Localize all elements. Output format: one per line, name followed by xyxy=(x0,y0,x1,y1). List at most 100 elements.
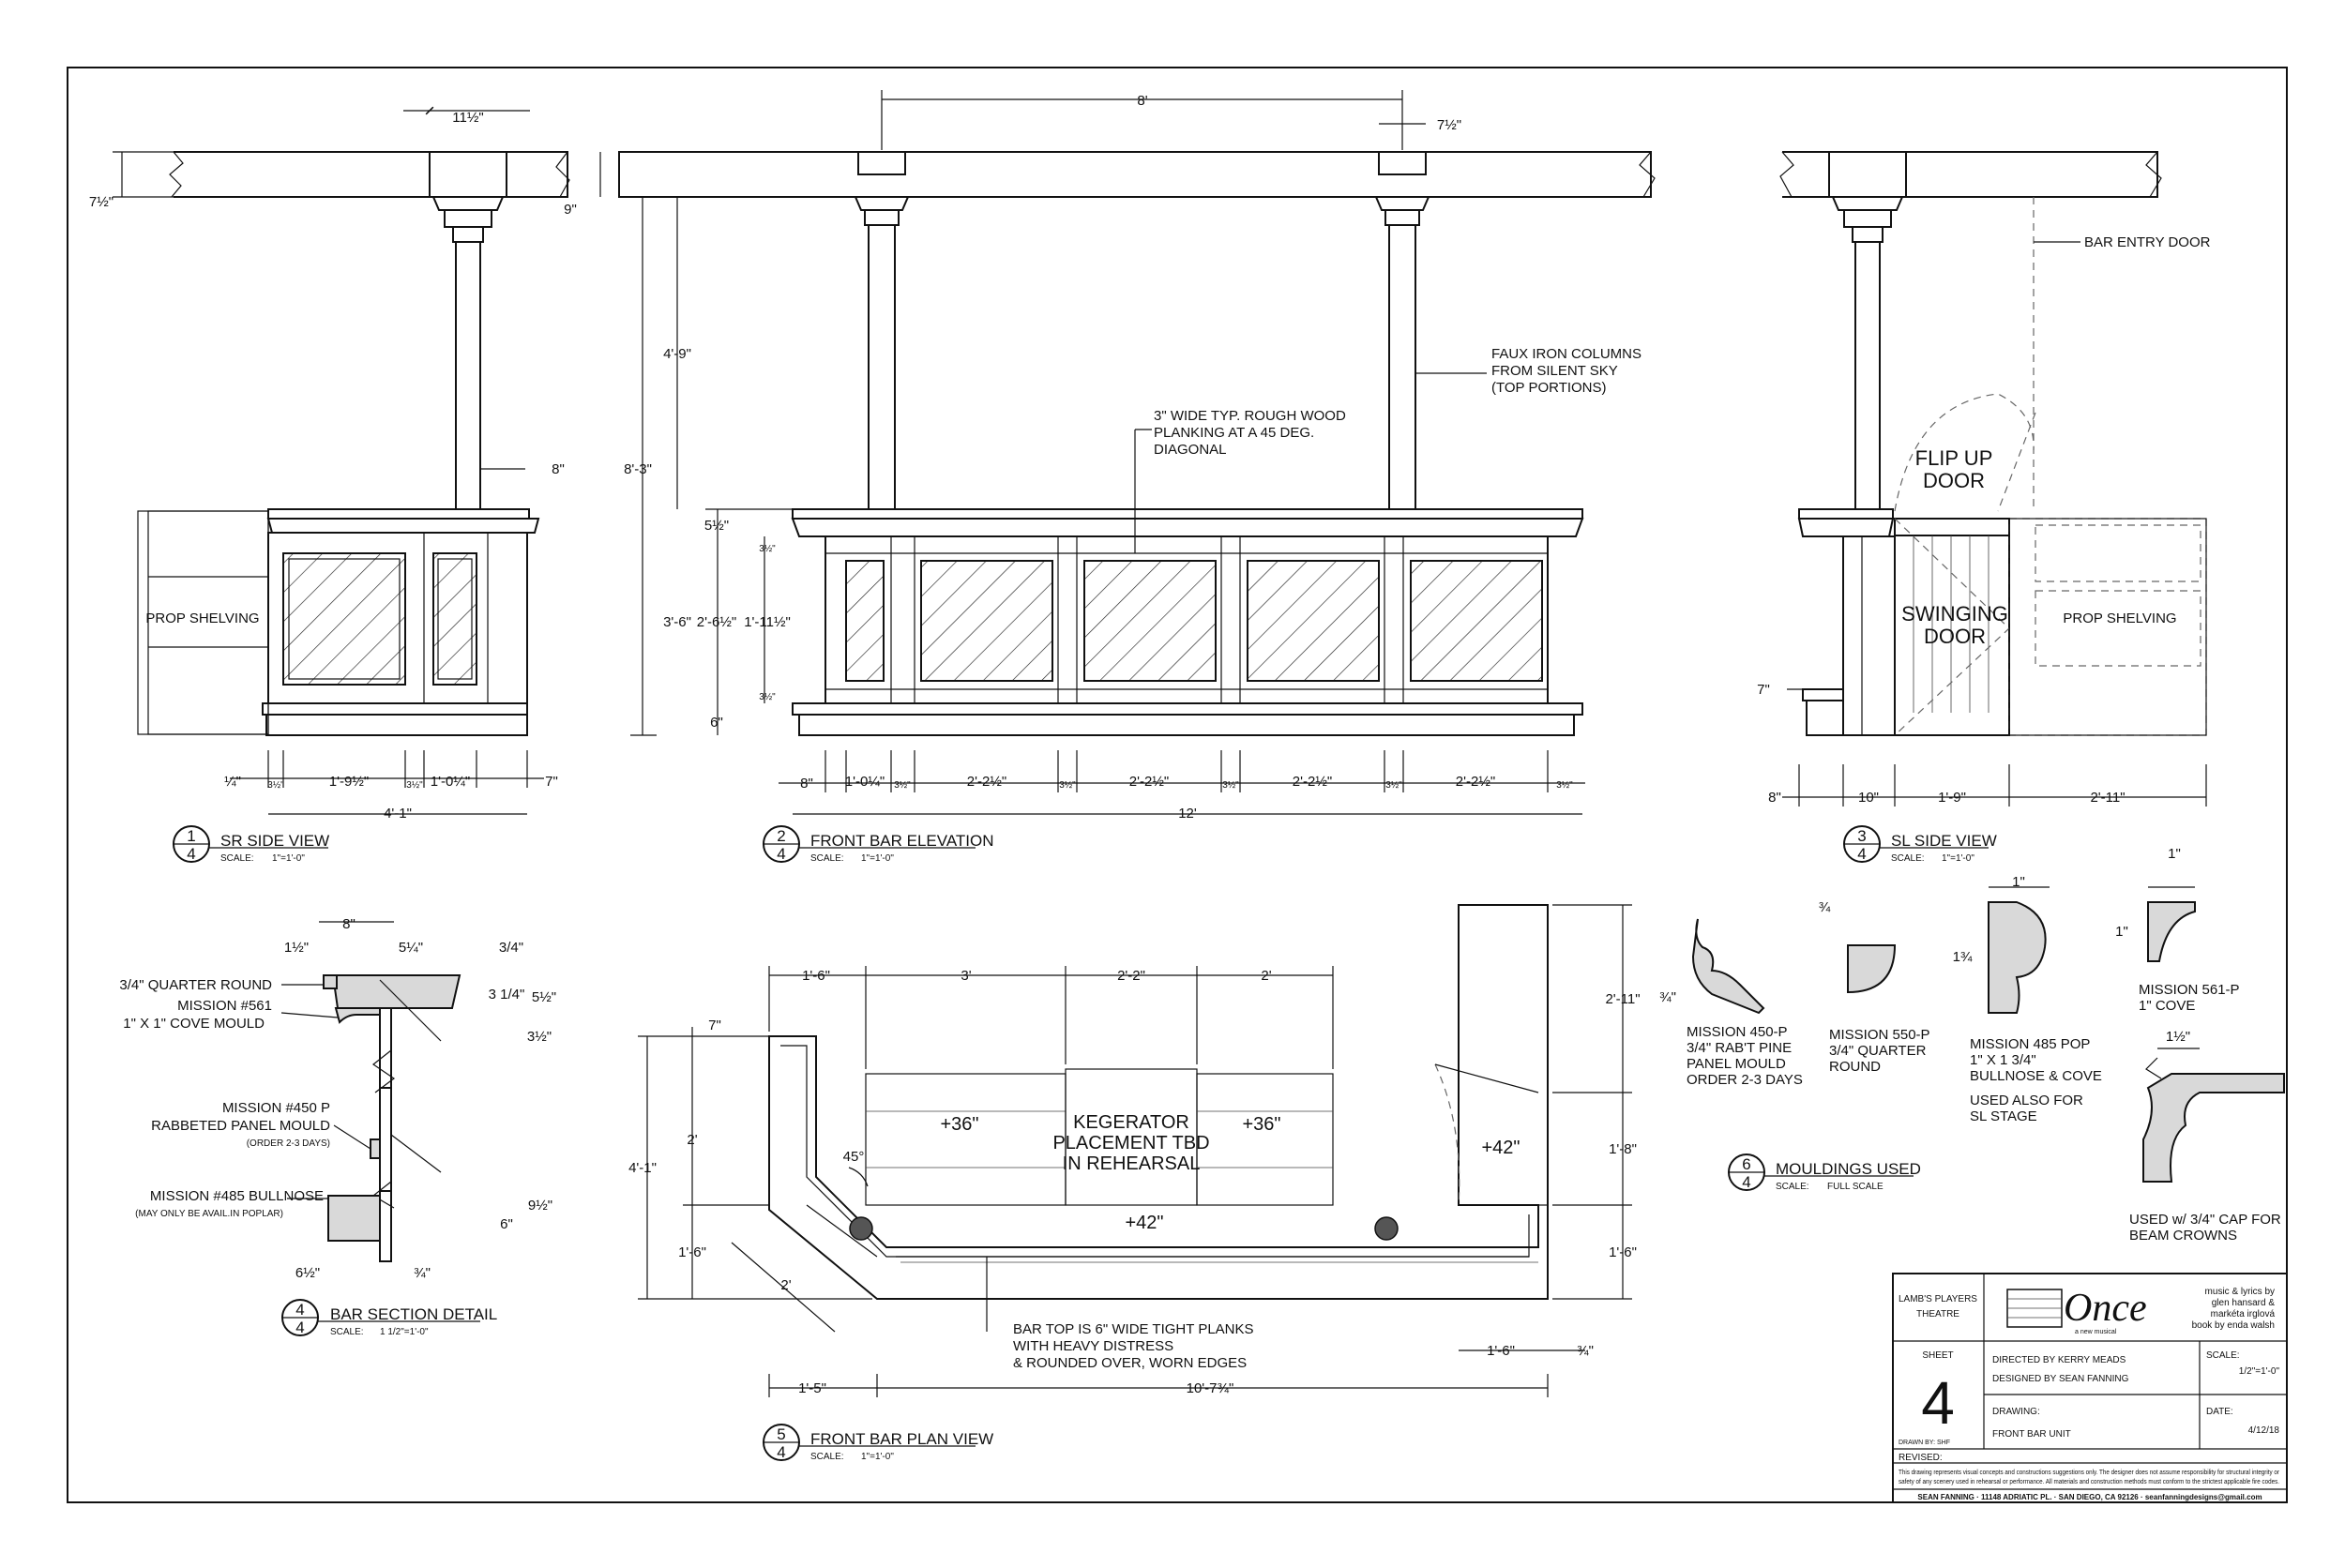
callout-2-scale-l: SCALE: xyxy=(810,853,844,864)
fe-dim-base: 6" xyxy=(710,715,723,731)
fe-note-plank-2: PLANKING AT A 45 DEG. xyxy=(1154,425,1314,441)
plan-dim-bot2: 10'-7¾" xyxy=(1187,1380,1234,1396)
view-callouts: 1 4 SR SIDE VIEW SCALE: 1"=1'-0" 2 4 FRO… xyxy=(173,825,1997,1462)
fe-dim-s1: 3½" xyxy=(894,780,911,791)
bs-dim-d: 3 1/4" xyxy=(489,987,525,1003)
fe-dim-s4: 3½" xyxy=(1385,780,1402,791)
fe-dim-cap: 7½" xyxy=(1437,117,1461,133)
fe-dim-overall-w: 12' xyxy=(1178,806,1197,822)
bs-dim-c: 3/4" xyxy=(499,940,523,956)
m485-l2: 1" X 1 3/4" xyxy=(1970,1052,2036,1068)
fe-dim-counter-h: 3'-6" xyxy=(663,614,691,630)
sl-dim-w211: 2'-11" xyxy=(2090,790,2125,806)
m450-dim: ¾" xyxy=(1659,989,1676,1005)
fe-dim-p4: 2'-2½" xyxy=(1456,774,1495,790)
sr-dim-top: 11½" xyxy=(452,110,483,126)
callout-5-scale-l: SCALE: xyxy=(810,1452,844,1462)
plan-dim-r1: 2'-11" xyxy=(1605,991,1640,1007)
m485-l3: BULLNOSE & COVE xyxy=(1970,1068,2102,1084)
callout-3-scale-l: SCALE: xyxy=(1891,853,1925,864)
tb-disclaimer-2: safety of any scenery used in rehearsal … xyxy=(1899,1479,2279,1485)
plan-angle: 45° xyxy=(843,1149,865,1165)
bs-dim-g: 9½" xyxy=(528,1198,552,1214)
sl-flip-up-1: FLIP UP xyxy=(1915,446,1993,470)
callout-3-sheet: 4 xyxy=(1857,845,1866,863)
bs-dim-j: ¾" xyxy=(414,1265,431,1281)
plan-h36b: +36" xyxy=(1242,1114,1280,1135)
callout-2-title: FRONT BAR ELEVATION xyxy=(810,832,994,850)
plan-h36a: +36" xyxy=(940,1114,978,1135)
tb-credit-3: markéta irglová xyxy=(2211,1309,2276,1319)
plan-dim-d: 2' xyxy=(1261,968,1271,984)
fe-dim-s3: 3½" xyxy=(1222,780,1239,791)
callout-5-scale: 1"=1'-0" xyxy=(861,1452,894,1462)
mouldings-view: ¾" MISSION 450-P 3/4" RAB'T PINE PANEL M… xyxy=(1659,846,2285,1244)
sl-dim-w8: 8" xyxy=(1768,790,1781,806)
plan-keg-3: IN REHEARSAL xyxy=(1063,1153,1201,1174)
bs-dim-h: 6" xyxy=(500,1216,513,1232)
m550-dim: ¾ xyxy=(1819,899,1831,915)
m561-dim-w: 1" xyxy=(2168,846,2181,862)
tb-disclaimer-1: This drawing represents visual concepts … xyxy=(1899,1470,2280,1476)
show-logo: Once a new musical xyxy=(2006,1287,2147,1335)
callout-4-title: BAR SECTION DETAIL xyxy=(330,1305,497,1323)
fe-dim-s2: 3½" xyxy=(1059,780,1076,791)
sl-bar-entry-door: BAR ENTRY DOOR xyxy=(2084,234,2211,250)
tb-theatre-2: THEATRE xyxy=(1916,1309,1959,1319)
tb-directed: DIRECTED BY KERRY MEADS xyxy=(1992,1355,2126,1365)
plan-bartop-3: & ROUNDED OVER, WORN EDGES xyxy=(1013,1355,1247,1371)
m450-l4: ORDER 2-3 DAYS xyxy=(1687,1072,1803,1088)
callout-3-num: 3 xyxy=(1857,827,1866,845)
bs-dim-b: 5¼" xyxy=(399,940,423,956)
bar-section-detail: 8" 1½" 5¼" 3/4" 3 1/4" 5½" 3½" 9½" 6" 6½… xyxy=(119,916,556,1281)
fe-note-col-1: FAUX IRON COLUMNS xyxy=(1491,346,1642,362)
fe-dim-beam: 9" xyxy=(564,202,577,218)
sr-prop-shelving-label: PROP SHELVING xyxy=(145,611,259,626)
plan-dim-c: 2'-2" xyxy=(1117,968,1145,984)
m485-dim-h: 1¾ xyxy=(1953,949,1973,965)
fe-note-col-2: FROM SILENT SKY xyxy=(1491,363,1618,379)
bs-dim-e: 5½" xyxy=(532,989,556,1005)
sl-dim-w19: 1'-9" xyxy=(1938,790,1966,806)
m561-dim-h: 1" xyxy=(2115,924,2128,940)
fe-dim-w1: 8" xyxy=(800,776,813,792)
callout-6-scale: FULL SCALE xyxy=(1827,1182,1884,1192)
tb-sheet-label: SHEET xyxy=(1922,1350,1953,1361)
callout-1-num: 1 xyxy=(187,827,195,845)
callout-5-num: 5 xyxy=(777,1425,785,1443)
tb-scale-label: SCALE: xyxy=(2206,1350,2240,1361)
fe-dim-inner-h: 1'-11½" xyxy=(744,614,791,630)
bs-label-2: MISSION #561 xyxy=(177,998,272,1014)
callout-1-sheet: 4 xyxy=(187,845,195,863)
tb-drawing-label: DRAWING: xyxy=(1992,1407,2040,1417)
fe-dim-panel-h: 2'-6½" xyxy=(697,614,736,630)
front-bar-plan-view: +36" KEGERATOR PLACEMENT TBD IN REHEARSA… xyxy=(628,904,1641,1397)
plan-bartop-2: WITH HEAVY DISTRESS xyxy=(1013,1338,1173,1354)
fe-dim-rail1: 3½" xyxy=(759,544,776,554)
cap-l2: BEAM CROWNS xyxy=(2129,1228,2237,1244)
plan-dim-diag: 2' xyxy=(780,1277,791,1293)
fe-dim-rail2: 3½" xyxy=(759,692,776,702)
plan-dim-r3: 1'-6" xyxy=(1609,1244,1637,1260)
sr-dim-overall: 4'-1" xyxy=(384,806,412,822)
callout-2-scale: 1"=1'-0" xyxy=(861,853,894,864)
callout-6-scale-l: SCALE: xyxy=(1776,1182,1809,1192)
fe-note-plank-1: 3" WIDE TYP. ROUGH WOOD xyxy=(1154,408,1346,424)
fe-dim-p1: 2'-2½" xyxy=(967,774,1006,790)
tb-footer: SEAN FANNING · 11148 ADRIATIC PL. · SAN … xyxy=(1917,1493,2262,1501)
tb-date-value: 4/12/18 xyxy=(2248,1425,2280,1436)
plan-dim-g: 2' xyxy=(687,1132,697,1148)
sr-dim-d2: 1'-9½" xyxy=(329,774,369,790)
m485-l1: MISSION 485 POP xyxy=(1970,1036,2090,1052)
m450-l1: MISSION 450-P xyxy=(1687,1024,1788,1040)
plan-dim-bot4: ¾" xyxy=(1577,1343,1594,1359)
sheet-border xyxy=(67,67,2288,1503)
fe-dim-p2: 2'-2½" xyxy=(1129,774,1169,790)
fe-dim-top: 5½" xyxy=(704,518,729,534)
callout-1-title: SR SIDE VIEW xyxy=(220,832,329,850)
sr-dim-beam: 7½" xyxy=(89,194,113,210)
fe-note-col-3: (TOP PORTIONS) xyxy=(1491,380,1607,396)
callout-3-scale: 1"=1'-0" xyxy=(1942,853,1974,864)
sr-dim-q: ¼" xyxy=(224,774,241,790)
